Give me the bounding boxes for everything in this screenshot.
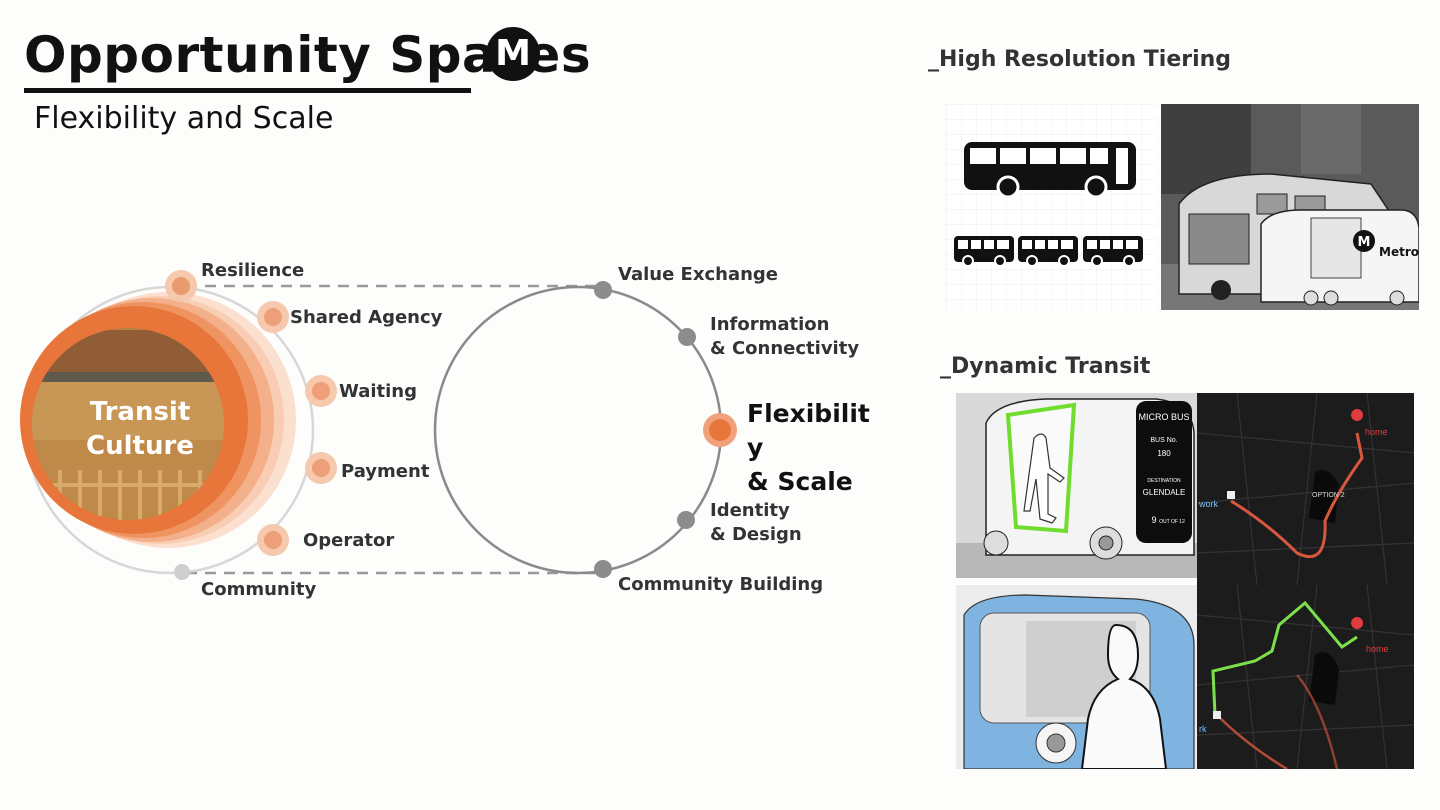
sign-line7: OUT OF 12 [1159, 519, 1185, 525]
map-top-option-label: OPTION 2 [1312, 492, 1345, 499]
small-bus-icon-3 [1083, 236, 1143, 267]
right-node-flexibility [703, 413, 737, 447]
metro-logo-icon: M [486, 27, 540, 81]
label-flexibility-scale: Flexibilit y & Scale [747, 397, 877, 499]
highlight-line-2: y [747, 433, 764, 462]
label-identity: Identity & Design [710, 499, 802, 547]
right-ring [433, 285, 723, 575]
home-pin-icon-bottom [1351, 617, 1364, 629]
map-bottom-work-label: rk [1199, 724, 1207, 734]
blue-bus-photo [956, 585, 1197, 769]
heading-dynamic-transit: _Dynamic Transit [940, 354, 1151, 379]
right-node-information [678, 328, 696, 346]
heading-high-resolution-tiering: _High Resolution Tiering [928, 47, 1232, 72]
left-node-resilience [165, 270, 197, 302]
route-map-top: home work OPTION 2 [1197, 393, 1414, 585]
title-underline [24, 88, 471, 93]
blue-bus-sketch [956, 585, 1197, 769]
label-community-building: Community Building [618, 574, 824, 595]
route-map-bottom-graphic: home rk [1197, 585, 1414, 769]
map-top-home-label: home [1365, 427, 1388, 437]
left-node-shared-agency [257, 301, 289, 333]
right-node-identity [677, 511, 695, 529]
home-pin-icon [1351, 409, 1364, 421]
left-node-payment [305, 452, 337, 484]
label-payment: Payment [341, 461, 430, 482]
bus-icons-panel [946, 104, 1156, 310]
sign-line3: 180 [1157, 449, 1171, 458]
opportunity-diagram [20, 270, 737, 580]
right-node-value-exchange [594, 281, 612, 299]
label-community: Community [201, 579, 317, 600]
map-top-work-label: work [1198, 499, 1219, 509]
label-operator: Operator [303, 530, 395, 551]
label-shared-agency: Shared Agency [290, 307, 443, 328]
center-line-1: Transit [89, 397, 191, 427]
route-map-bottom: home rk [1197, 585, 1414, 769]
left-node-waiting [305, 375, 337, 407]
sign-line2: BUS No. [1150, 437, 1177, 444]
metro-logo-text: Metro [1379, 245, 1419, 259]
transit-culture-label: Transit Culture [40, 395, 240, 463]
left-node-operator [257, 524, 289, 556]
label-resilience: Resilience [201, 260, 305, 281]
transit-culture-photo [32, 328, 224, 520]
route-map-top-graphic: home work OPTION 2 [1197, 393, 1414, 585]
sign-line5: GLENDALE [1143, 488, 1186, 497]
map-bottom-home-label: home [1366, 644, 1389, 654]
highlight-line-1: Flexibilit [747, 399, 870, 428]
label-information-line2: & Connectivity [710, 338, 860, 359]
label-value-exchange: Value Exchange [618, 264, 778, 285]
highlight-line-3: & Scale [747, 467, 853, 496]
small-bus-icon-1 [954, 236, 1014, 267]
center-line-2: Culture [86, 431, 194, 461]
sign-line1: MICRO BUS [1138, 412, 1189, 422]
micro-bus-sketch: MICRO BUS BUS No. 180 DESTINATION GLENDA… [956, 393, 1197, 578]
bus-icons-illustration [946, 104, 1156, 310]
label-identity-line1: Identity [710, 500, 790, 521]
label-information-line1: Information [710, 314, 830, 335]
page-subtitle: Flexibility and Scale [34, 101, 334, 136]
micro-bus-photo: MICRO BUS BUS No. 180 DESTINATION GLENDA… [956, 393, 1197, 578]
label-waiting: Waiting [339, 381, 418, 402]
street-bus-sketch: M Metro [1161, 104, 1419, 310]
street-bus-photo: M Metro [1161, 104, 1419, 310]
label-information: Information & Connectivity [710, 313, 859, 361]
sign-line4: DESTINATION [1147, 478, 1181, 484]
right-node-community-building [594, 560, 612, 578]
left-node-community [174, 564, 190, 580]
label-identity-line2: & Design [710, 524, 802, 545]
large-bus-icon [964, 142, 1136, 199]
metro-logo-letter: M [1358, 235, 1371, 250]
work-marker-icon [1227, 491, 1235, 499]
work-marker-icon-bottom [1213, 711, 1221, 719]
sign-line6: 9 [1151, 515, 1156, 525]
small-bus-icon-2 [1018, 236, 1078, 267]
